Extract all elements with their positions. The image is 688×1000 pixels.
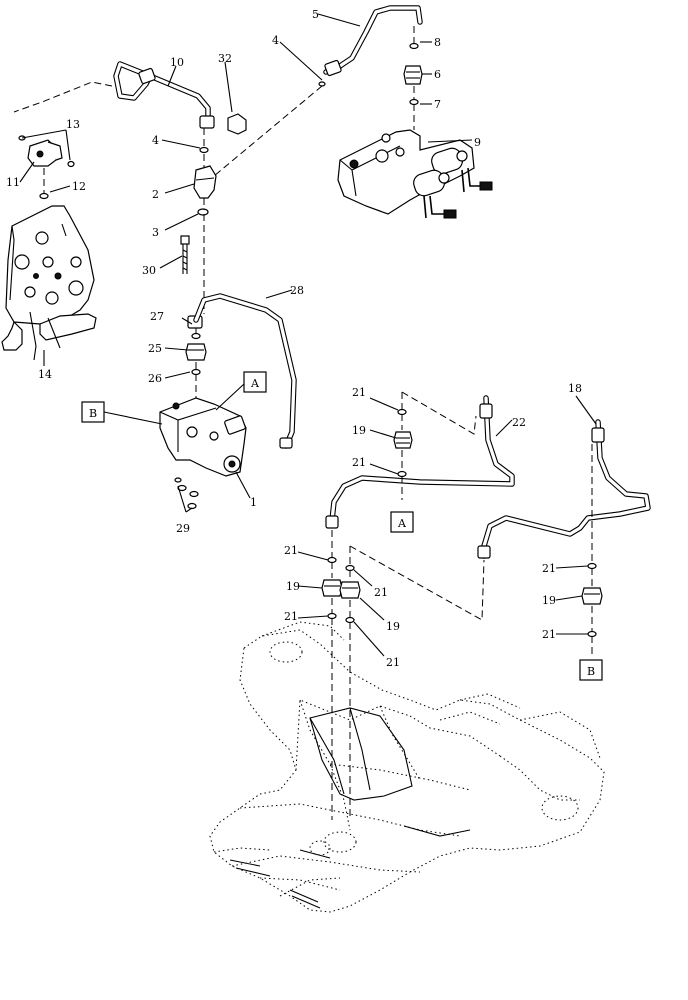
o-ring-21e[interactable] (327, 556, 337, 564)
callout-21-f: 21 (374, 586, 388, 599)
o-ring-7[interactable] (409, 98, 419, 106)
callout-5: 5 (312, 8, 319, 21)
o-ring-8[interactable] (409, 42, 419, 50)
control-valve-1[interactable] (159, 397, 247, 477)
chassis-frame (209, 621, 605, 913)
callout-2: 2 (152, 188, 159, 201)
o-ring-29c[interactable] (187, 502, 197, 510)
callout-21-h: 21 (386, 656, 400, 669)
callout-30: 30 (142, 264, 156, 277)
callout-26: 26 (148, 372, 162, 385)
callout-29: 29 (176, 522, 190, 535)
reference-box-b-right: B (579, 659, 603, 681)
fitting-25[interactable] (185, 343, 207, 361)
o-ring-21d[interactable] (587, 630, 597, 638)
o-ring-21c[interactable] (587, 562, 597, 570)
reference-box-b-left: B (81, 401, 105, 423)
o-ring-12[interactable] (39, 192, 49, 200)
callout-19-d: 19 (542, 594, 556, 607)
reference-box-a-lower: A (390, 511, 414, 533)
callout-6: 6 (434, 68, 441, 81)
callout-21-b: 21 (352, 456, 366, 469)
o-ring-29d[interactable] (174, 477, 182, 483)
reference-label-b-left: B (89, 407, 97, 420)
bolt-30[interactable] (180, 235, 190, 274)
o-ring-26[interactable] (191, 368, 201, 376)
tube-18[interactable] (477, 419, 651, 559)
callout-22: 22 (512, 416, 526, 429)
reference-label-a-upper: A (250, 377, 260, 390)
o-ring-21b[interactable] (397, 470, 407, 478)
callouts: 1 2 3 4 4 5 6 7 8 9 10 11 12 13 14 18 19… (6, 8, 582, 669)
nut-32[interactable] (227, 113, 247, 135)
callout-13: 13 (66, 118, 80, 131)
callout-4-lower: 4 (152, 134, 159, 147)
callout-19-b: 19 (286, 580, 300, 593)
callout-19-a: 19 (352, 424, 366, 437)
callout-21-c: 21 (542, 562, 556, 575)
fitting-19b[interactable] (321, 579, 343, 597)
callout-14: 14 (38, 368, 52, 381)
callout-4-upper: 4 (272, 34, 279, 47)
o-ring-21h[interactable] (345, 616, 355, 624)
fitting-19c[interactable] (339, 581, 361, 599)
callout-27: 27 (150, 310, 164, 323)
solenoid-valve-9[interactable] (337, 129, 493, 219)
callout-12: 12 (72, 180, 86, 193)
reference-box-a-upper: A (243, 371, 267, 393)
callout-7: 7 (434, 98, 441, 111)
callout-21-d: 21 (542, 628, 556, 641)
elbow-fitting-11[interactable] (27, 139, 63, 167)
callout-21-e: 21 (284, 544, 298, 557)
callout-28: 28 (290, 284, 304, 297)
o-ring-21f[interactable] (345, 564, 355, 572)
valve-body-14[interactable] (1, 205, 97, 361)
reference-label-b-right: B (587, 665, 595, 678)
leader-lines (19, 13, 597, 657)
tube-5[interactable] (323, 5, 423, 77)
callout-21-g: 21 (284, 610, 298, 623)
callout-10: 10 (170, 56, 184, 69)
callout-18: 18 (568, 382, 582, 395)
o-ring-13b[interactable] (67, 160, 75, 168)
callout-32: 32 (218, 52, 232, 65)
callout-19-c: 19 (386, 620, 400, 633)
o-ring-27b[interactable] (191, 332, 201, 340)
callout-21-a: 21 (352, 386, 366, 399)
callout-8: 8 (434, 36, 441, 49)
o-ring-29b[interactable] (189, 490, 199, 498)
fitting-19d[interactable] (581, 587, 603, 605)
fitting-19a[interactable] (393, 431, 413, 449)
callout-3: 3 (152, 226, 159, 239)
reference-label-a-lower: A (397, 517, 407, 530)
tee-fitting-2[interactable] (193, 165, 217, 199)
o-ring-4-upper[interactable] (318, 81, 326, 87)
callout-1: 1 (250, 496, 257, 509)
callout-25: 25 (148, 342, 162, 355)
o-ring-21a[interactable] (397, 408, 407, 416)
o-ring-21g[interactable] (327, 612, 337, 620)
tube-22[interactable] (325, 395, 515, 529)
o-ring-3[interactable] (197, 208, 209, 216)
o-ring-4-lower[interactable] (199, 146, 209, 154)
callout-11: 11 (6, 176, 20, 189)
o-ring-29a[interactable] (177, 484, 187, 492)
tube-10[interactable] (113, 61, 215, 129)
callout-9: 9 (474, 136, 481, 149)
tube-28[interactable] (193, 293, 297, 449)
adapter-fitting-6[interactable] (403, 65, 423, 85)
